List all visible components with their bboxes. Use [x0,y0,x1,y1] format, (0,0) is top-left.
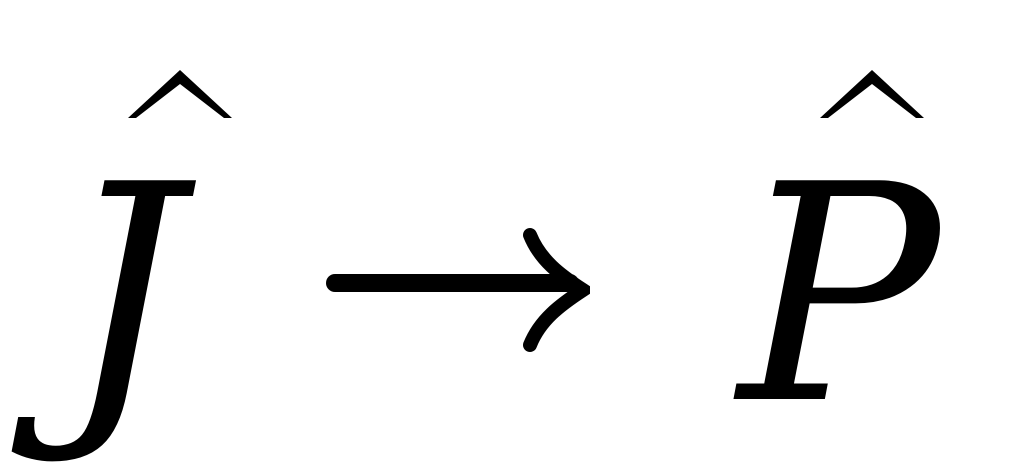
right-symbol: P [738,121,940,470]
hat-icon [128,70,232,118]
hat-icon [820,70,924,118]
right-arrow-icon [326,228,590,352]
left-symbol: J [62,121,183,470]
